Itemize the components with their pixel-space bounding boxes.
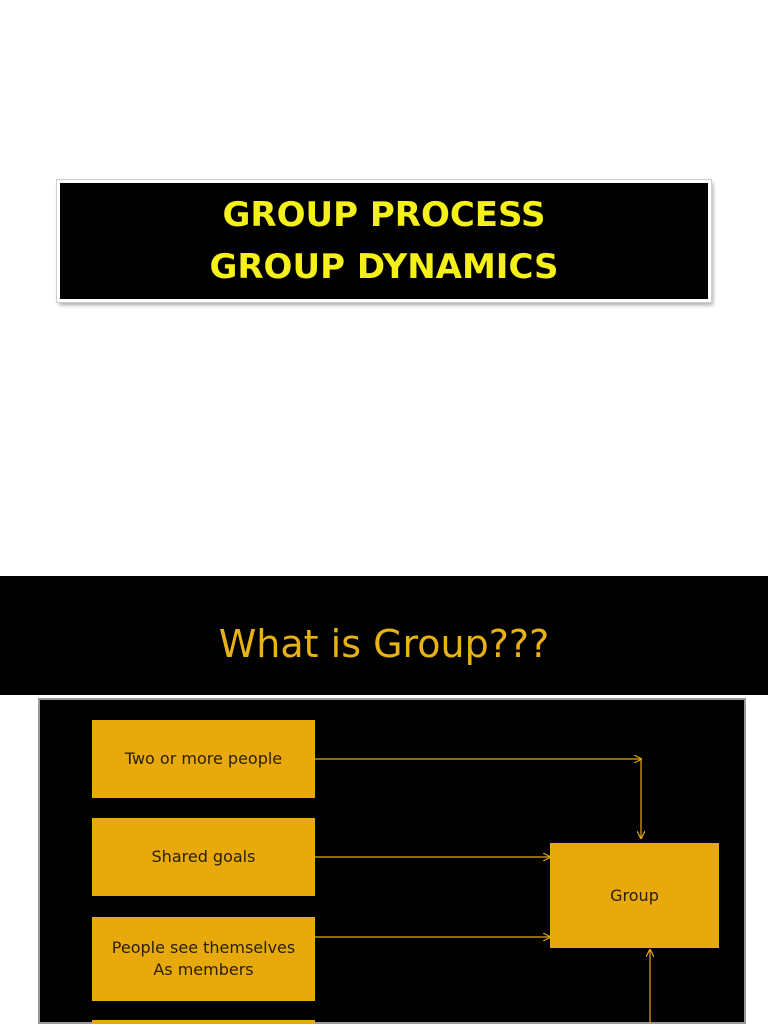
title-box: GROUP PROCESS GROUP DYNAMICS (57, 180, 711, 302)
title-line-2: GROUP DYNAMICS (209, 247, 559, 287)
box-partial-bottom (92, 1020, 315, 1024)
box-people-see-themselves: People see themselves As members (92, 917, 315, 1001)
group-label: Group (610, 885, 659, 905)
box-label-line-1: People see themselves (111, 938, 296, 957)
box-shared-goals: Shared goals (92, 818, 315, 896)
box-group: Group (550, 843, 719, 948)
what-is-group-slide: What is Group??? Two or m (0, 576, 768, 1024)
slide-heading: What is Group??? (218, 622, 550, 666)
box-label-line-2: As members (153, 960, 254, 979)
title-line-1: GROUP PROCESS (222, 195, 546, 235)
title-slide: GROUP PROCESS GROUP DYNAMICS (57, 180, 711, 302)
box-two-or-more-people: Two or more people (92, 720, 315, 798)
group-diagram: Two or more people Shared goals People s… (38, 698, 746, 1024)
connector-lines (315, 700, 748, 1024)
box-label: Two or more people (124, 749, 283, 768)
box-label: Shared goals (151, 847, 256, 866)
